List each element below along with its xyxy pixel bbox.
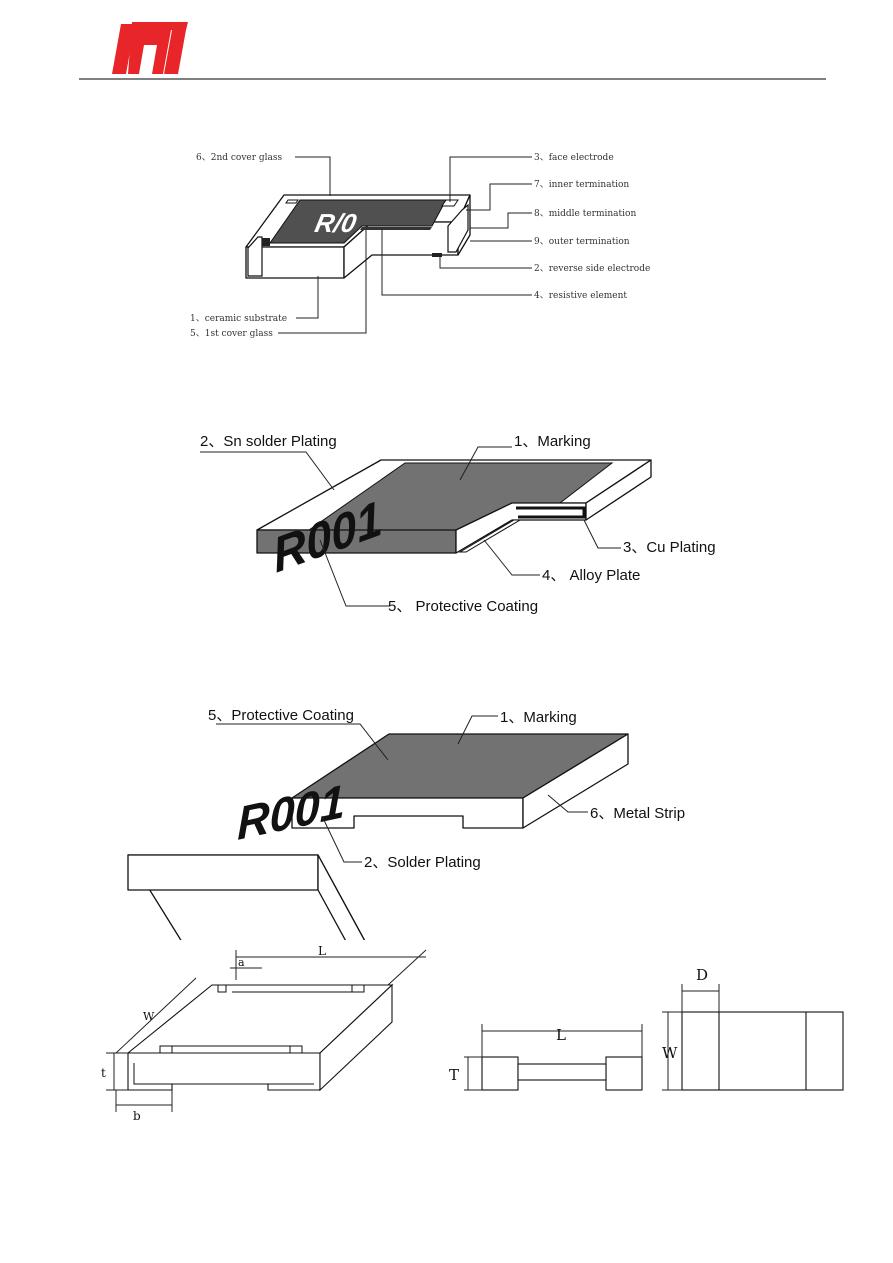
fig4-iso-L-label: L: [318, 944, 326, 958]
logo-mark: [112, 22, 188, 74]
fig4-side-T-label: T: [449, 1066, 459, 1084]
fig2-leaders: [200, 446, 621, 607]
fig2-label-alloy-plate: 4、 Alloy Plate: [542, 567, 640, 584]
fig3-labels: 5、Protective Coating 1、Marking 6、Metal S…: [208, 707, 685, 871]
fig4-top-view: D W: [662, 966, 844, 1091]
fig1-label-reverse-side-electrode: 2、reverse side electrode: [534, 264, 650, 274]
fig4-iso-W-label: W: [143, 1010, 155, 1023]
fig1-label-face-electrode: 3、face electrode: [534, 153, 614, 163]
page-header: [0, 0, 893, 82]
fig1-label-outer-termination: 9、outer termination: [534, 237, 630, 247]
fig1-label-2nd-cover-glass: 6、2nd cover glass: [196, 153, 283, 163]
fig1-marking: R/0: [312, 208, 359, 238]
fig4-side-L-label: L: [556, 1026, 566, 1044]
fig3-label-metal-strip: 6、Metal Strip: [590, 805, 685, 822]
fig4-iso-t-label: t: [101, 1066, 106, 1080]
fig2-label-sn-solder-plating: 2、Sn solder Plating: [200, 433, 337, 450]
fig1-labels: 6、2nd cover glass 3、face electrode 7、inn…: [190, 153, 650, 339]
fig4-top-W-label: W: [662, 1044, 678, 1062]
fig4-top-D-label: D: [696, 966, 708, 984]
fig4-iso-real: [126, 983, 394, 1092]
fig1-label-1st-cover-glass: 5、1st cover glass: [190, 329, 273, 339]
fig1-label-inner-termination: 7、inner termination: [534, 180, 629, 190]
fig3-label-protective-coating: 5、Protective Coating: [208, 707, 354, 724]
fig2-label-cu-plating: 3、Cu Plating: [623, 539, 716, 556]
fig1-label-ceramic-substrate: 1、ceramic substrate: [190, 314, 287, 324]
fig4-iso-b-label: b: [133, 1109, 141, 1123]
fig1-leaders: [278, 156, 532, 334]
fig4-iso-a-label: a: [238, 956, 245, 969]
fig3-leaders: [216, 715, 588, 863]
fig1-label-middle-termination: 8、middle termination: [534, 209, 636, 219]
fig2-labels: 2、Sn solder Plating 1、Marking 3、Cu Plati…: [200, 433, 716, 615]
fig4-side-view: L T: [449, 1024, 643, 1091]
fig2-label-marking: 1、Marking: [514, 433, 591, 450]
fig4-iso-dimensions: L a W t b: [101, 944, 427, 1123]
company-logo: [79, 22, 826, 80]
fig3-label-marking: 1、Marking: [500, 709, 577, 726]
fig1-label-resistive-element: 4、resistive element: [534, 291, 627, 301]
fig3-body: R001: [237, 733, 629, 850]
fig3-label-solder-plating: 2、Solder Plating: [364, 854, 481, 871]
fig2-label-protective-coating: 5、 Protective Coating: [388, 598, 538, 615]
